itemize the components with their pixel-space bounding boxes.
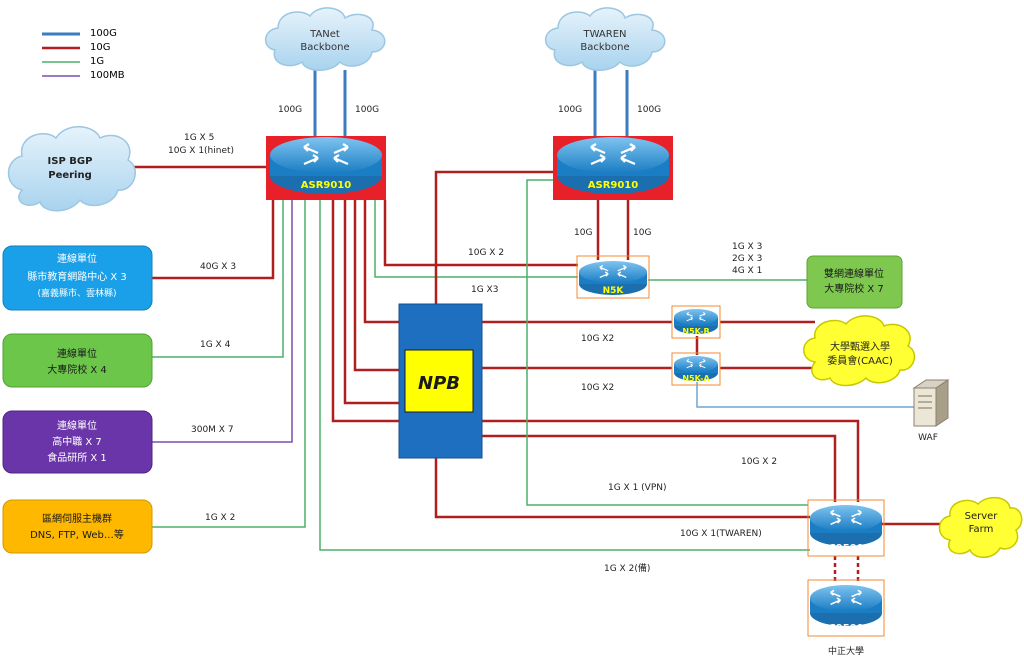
- unit-county: 連線單位 縣市教育網路中心 X 3 (嘉義縣市、雲林縣): [2, 245, 153, 311]
- cloud-isp-line2: Peering: [48, 170, 92, 181]
- unit-county-line3: (嘉義縣市、雲林縣): [37, 287, 116, 299]
- link-label-twaren-right: 100G: [637, 105, 661, 115]
- switch-n5k-b-label: N5K-B: [682, 327, 709, 336]
- cloud-server-farm-line1: Server: [965, 511, 999, 522]
- unit-servers-line2: DNS, FTP, Web…等: [30, 528, 124, 541]
- link-label-n5k-1g: 1G X3: [471, 285, 498, 295]
- link-labels: 100G 100G 100G 100G 1G X 5 10G X 1(hinet…: [168, 105, 777, 574]
- switch-c9500-top: C9500: [807, 499, 885, 557]
- unit-highschool-line2: 高中職 X 7: [52, 435, 102, 448]
- link-label-isp-1: 1G X 5: [184, 133, 214, 143]
- legend-label-100mb: 100MB: [90, 70, 125, 81]
- switch-c9500-bottom: C9500: [807, 579, 885, 637]
- unit-county-line1: 連線單位: [57, 252, 97, 265]
- unit-college: 連線單位 大專院校 X 4: [2, 333, 153, 388]
- npb-label: NPB: [418, 373, 460, 394]
- cloud-tanet-line2: Backbone: [300, 42, 349, 53]
- switch-n5k-label: N5K: [603, 286, 625, 296]
- cloud-caac-line1: 大學甄選入學: [830, 340, 890, 353]
- cloud-caac-line2: 委員會(CAAC): [827, 354, 893, 367]
- cloud-twaren-line2: Backbone: [580, 42, 629, 53]
- unit-college-line2: 大專院校 X 4: [47, 363, 107, 376]
- npb-box: NPB: [398, 303, 483, 459]
- cloud-twaren-line1: TWAREN: [582, 29, 626, 40]
- ccu-label: 中正大學: [828, 645, 864, 657]
- unit-dual-line2: 大專院校 X 7: [824, 282, 884, 295]
- link-label-asr-n5k-right: 10G: [633, 228, 651, 238]
- router-asr9010-right-label: ASR9010: [588, 180, 639, 191]
- unit-servers-line1: 區網伺服主機群: [42, 512, 112, 525]
- legend: 100G 10G 1G 100MB: [42, 28, 125, 81]
- cloud-server-farm-line2: Farm: [969, 524, 994, 535]
- unit-college-line1: 連線單位: [57, 347, 97, 360]
- link-label-n5kb: 10G X2: [581, 334, 614, 344]
- waf-label: WAF: [918, 433, 938, 443]
- link-label-dual-2: 2G X 3: [732, 254, 762, 264]
- link-label-county: 40G X 3: [200, 262, 236, 272]
- cloud-server-farm: Server Farm: [938, 496, 1023, 558]
- router-asr9010-left-label: ASR9010: [301, 180, 352, 191]
- cloud-caac: 大學甄選入學 委員會(CAAC): [803, 315, 916, 387]
- link-label-highschool: 300M X 7: [191, 425, 234, 435]
- switch-n5k-b: N5K-B: [671, 305, 721, 339]
- link-label-twaren: 10G X 1(TWAREN): [680, 529, 762, 539]
- switch-n5k-a-label: N5K-A: [682, 374, 710, 383]
- router-asr9010-left: ASR9010: [266, 136, 386, 200]
- link-label-dual-3: 4G X 1: [732, 266, 762, 276]
- link-label-backup: 1G X 2(備): [604, 562, 650, 574]
- link-label-n5ka: 10G X2: [581, 383, 614, 393]
- legend-label-10g: 10G: [90, 42, 110, 53]
- unit-dual: 雙網連線單位 大專院校 X 7: [806, 255, 903, 309]
- unit-servers: 區網伺服主機群 DNS, FTP, Web…等: [2, 499, 153, 554]
- link-label-asr-n5k-left: 10G: [574, 228, 592, 238]
- switch-c9500-top-label: C9500: [828, 543, 863, 554]
- link-label-n5k-10g: 10G X 2: [468, 248, 504, 258]
- link-label-twaren-left: 100G: [558, 105, 582, 115]
- link-label-servers: 1G X 2: [205, 513, 235, 523]
- link-label-vpn: 1G X 1 (VPN): [608, 483, 667, 493]
- link-label-tanet-left: 100G: [278, 105, 302, 115]
- switch-n5k-a: N5K-A: [671, 352, 721, 386]
- cloud-twaren: TWAREN Backbone: [544, 7, 666, 71]
- link-label-c9500-10g: 10G X 2: [741, 457, 777, 467]
- switch-n5k: N5K: [576, 255, 650, 299]
- cloud-tanet: TANet Backbone: [264, 7, 386, 71]
- connection-lines: [132, 70, 942, 582]
- router-asr9010-right: ASR9010: [553, 136, 673, 200]
- link-label-isp-2: 10G X 1(hinet): [168, 146, 234, 156]
- unit-dual-line1: 雙網連線單位: [824, 267, 884, 280]
- link-label-tanet-right: 100G: [355, 105, 379, 115]
- unit-county-line2: 縣市教育網路中心 X 3: [27, 270, 127, 283]
- switch-c9500-bottom-label: C9500: [828, 623, 863, 634]
- link-label-dual-1: 1G X 3: [732, 242, 762, 252]
- cloud-isp: ISP BGP Peering: [7, 126, 136, 212]
- unit-highschool-line1: 連線單位: [57, 419, 97, 432]
- waf-server-icon: [912, 379, 950, 427]
- unit-highschool-line3: 食品研所 X 1: [47, 451, 107, 464]
- cloud-tanet-line1: TANet: [309, 29, 340, 40]
- legend-label-100g: 100G: [90, 28, 117, 39]
- link-label-college: 1G X 4: [200, 340, 231, 350]
- unit-highschool: 連線單位 高中職 X 7 食品研所 X 1: [2, 410, 153, 474]
- cloud-isp-line1: ISP BGP: [48, 156, 93, 167]
- legend-label-1g: 1G: [90, 56, 104, 67]
